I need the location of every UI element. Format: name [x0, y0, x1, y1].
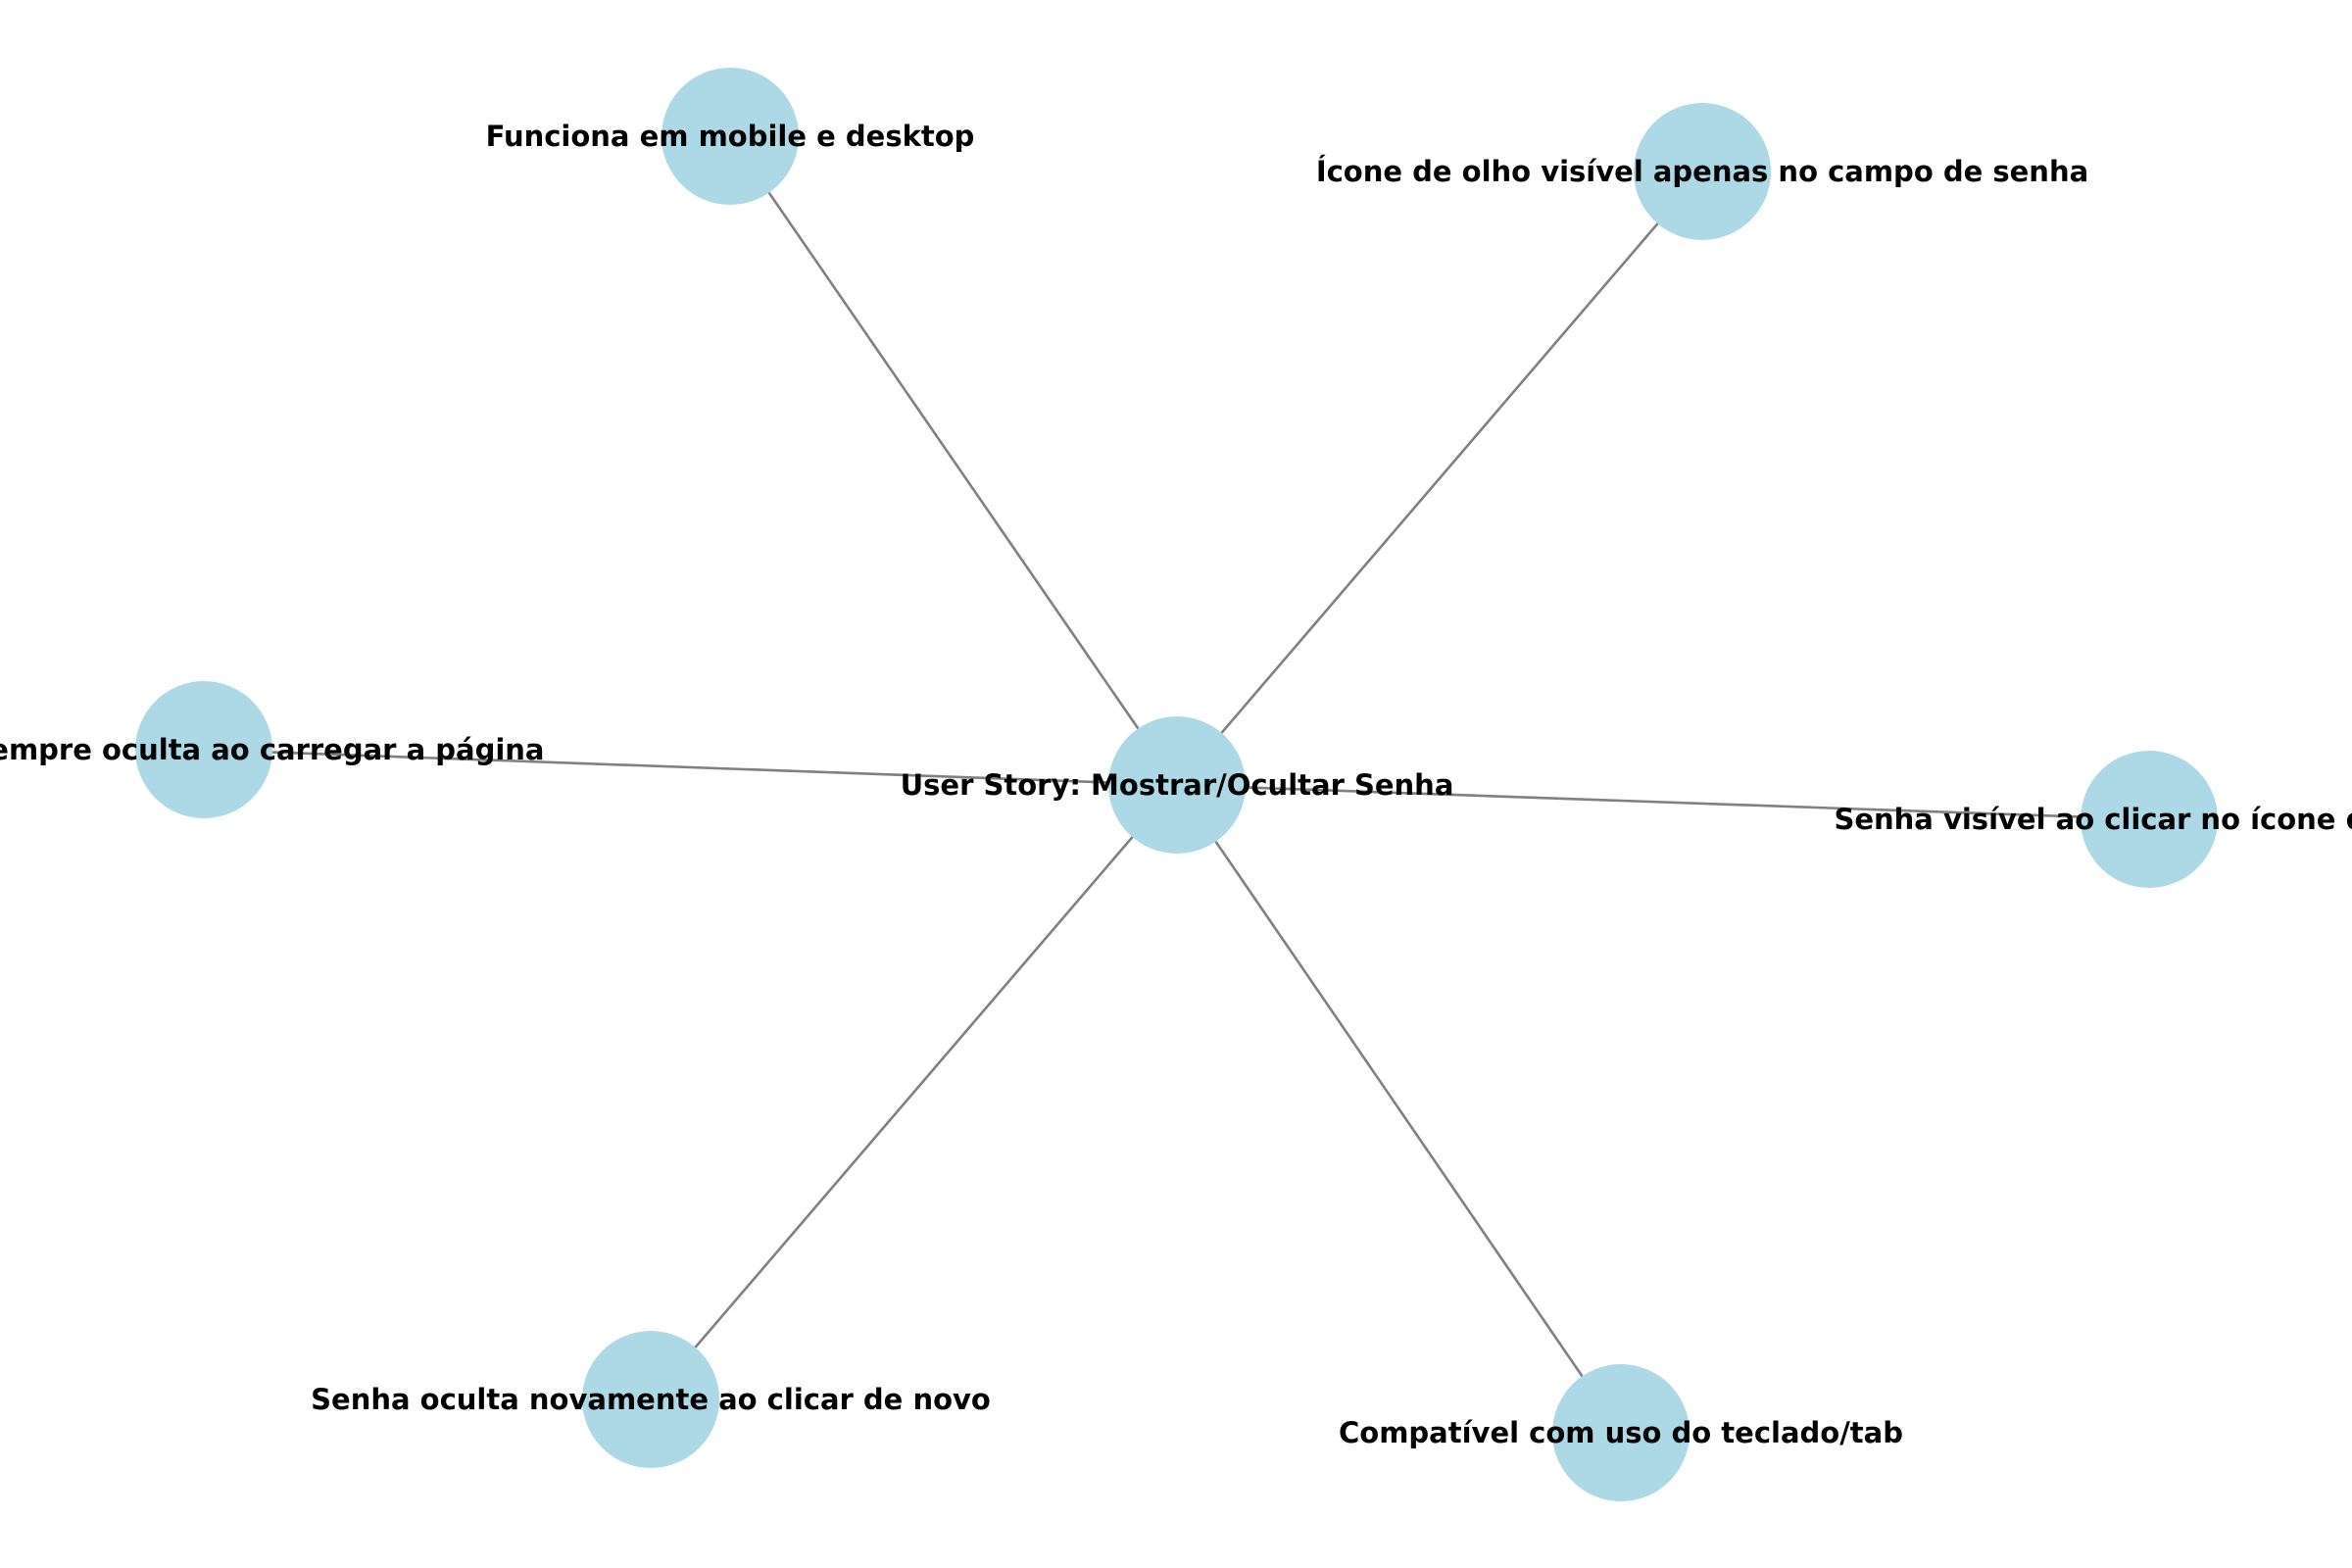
edge-center-eye-icon — [1176, 171, 1703, 786]
edge-center-mobile-desktop — [728, 135, 1179, 786]
node-label-eye-icon: Ícone de olho visível apenas no campo de… — [1316, 155, 2088, 188]
node-circle-keyboard-tab — [1552, 1364, 1690, 1501]
node-label-keyboard-tab: Compatível com uso do teclado/tab — [1339, 1416, 1903, 1449]
node-label-hidden-again: Senha oculta novamente ao clicar de novo — [311, 1383, 991, 1416]
node-label-mobile-desktop: Funciona em mobile e desktop — [486, 120, 975, 153]
node-circle-center — [1108, 716, 1246, 854]
edges-layer — [203, 135, 2150, 1434]
edge-center-hidden-again — [650, 784, 1178, 1400]
edge-center-visible-on-click — [1176, 783, 2150, 821]
node-circle-hidden-on-load — [135, 681, 272, 818]
nodes-layer: User Story: Mostrar/Ocultar Senha Funcion… — [0, 68, 2352, 1501]
edge-center-keyboard-tab — [1175, 784, 1623, 1434]
node-label-visible-on-click: Senha visível ao clicar no ícone de olho — [1834, 803, 2352, 836]
node-circle-hidden-again — [582, 1331, 719, 1468]
node-label-center: User Story: Mostrar/Ocultar Senha — [901, 768, 1454, 802]
node-circle-visible-on-click — [2081, 751, 2218, 888]
node-label-hidden-on-load: Senha sempre oculta ao carregar a página — [0, 733, 544, 766]
edge-center-hidden-on-load — [203, 748, 1178, 787]
node-circle-eye-icon — [1634, 103, 1771, 240]
node-circle-mobile-desktop — [662, 68, 799, 205]
